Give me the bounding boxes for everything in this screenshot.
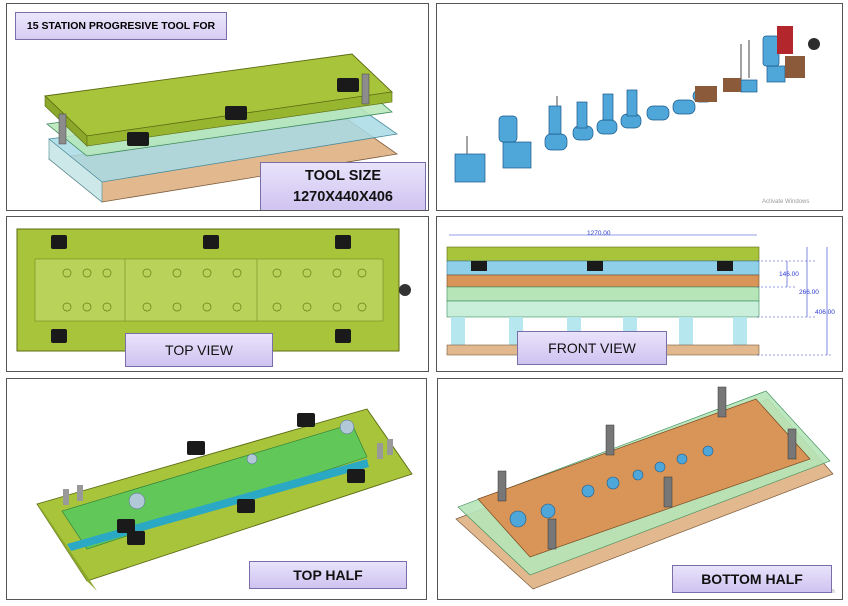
top-view-drawing [16,228,411,352]
page-title: 15 STATION PROGRESIVE TOOL FOR [15,12,227,40]
top-half-panel: TOP HALF [6,378,427,600]
bottom-half-label: BOTTOM HALF [672,565,832,593]
punch-strip-illustration [454,26,820,183]
watermark-text: Activate Windows [762,199,810,205]
front-view-drawing [446,234,832,356]
tool-size-value: 1270X440X406 [293,189,393,205]
tool-size-label: TOOL SIZE 1270X440X406 [260,162,426,210]
iso-tool-illustration [44,53,399,203]
top-half-label: TOP HALF [249,561,407,589]
bottom-half-panel: Go to Settin BOTTOM HALF [437,378,843,600]
top-view-panel: TOP VIEW [6,216,429,372]
dim-146: 146.00 [779,271,799,278]
dim-length: 1270.00 [587,230,611,237]
dim-266: 266.00 [799,289,819,296]
dim-406: 406.00 [815,309,835,316]
front-view-panel: 1270.00 146.00 266.00 406.00 FRONT VIEW [436,216,843,372]
front-view-label: FRONT VIEW [517,331,667,365]
punch-strip-panel: Activate Windows [436,3,843,211]
top-half-illustration [36,408,413,591]
iso-tool-panel: 15 STATION PROGRESIVE TOOL FOR TOOL SIZE… [6,3,429,211]
bottom-half-illustration [455,386,834,590]
tool-size-heading: TOOL SIZE [304,168,381,184]
top-view-label: TOP VIEW [125,333,273,367]
